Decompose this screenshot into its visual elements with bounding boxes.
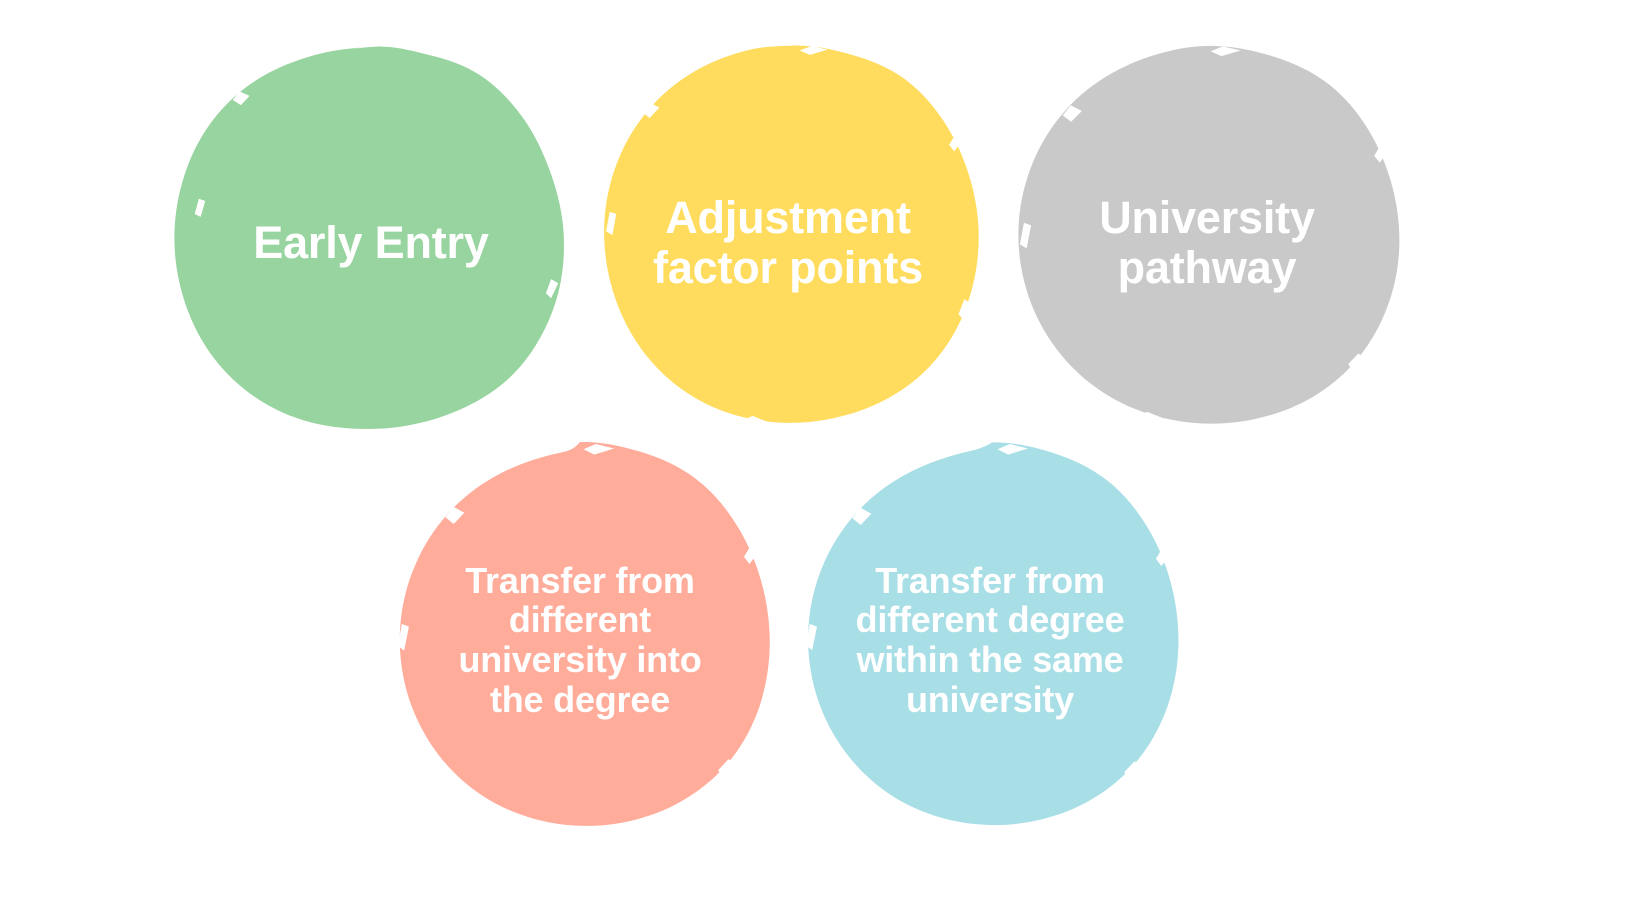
brush-texture-notch-3 xyxy=(466,57,489,68)
brush-texture-notch-4 xyxy=(1155,545,1173,567)
bubble-university-pathway[interactable]: University pathway xyxy=(1008,42,1406,444)
brush-circle-path xyxy=(1018,45,1400,424)
brush-texture-notch-5 xyxy=(1348,353,1367,373)
bubble-early-entry[interactable]: Early Entry xyxy=(172,42,570,444)
bubble-label: Early Entry xyxy=(253,216,489,268)
brush-circle-shape-salmon xyxy=(397,441,770,828)
brush-texture-notch-6 xyxy=(1136,411,1165,424)
brush-texture-notch-6 xyxy=(915,813,944,826)
brush-circle-path xyxy=(399,441,770,826)
brush-texture-notch-4 xyxy=(949,132,965,152)
brush-circle-shape-green xyxy=(174,46,564,435)
brush-texture-notch-2 xyxy=(852,507,872,526)
brush-texture-notch-6 xyxy=(742,415,769,427)
brush-circle-shape-gray xyxy=(1018,45,1400,424)
brush-texture-notch-2 xyxy=(641,102,660,118)
brush-texture-notch-5 xyxy=(1124,761,1144,781)
brush-texture-notch-3 xyxy=(583,444,615,455)
brush-texture-notch-1 xyxy=(397,623,409,651)
brush-texture-notch-2 xyxy=(232,91,250,106)
brush-texture-notch-3 xyxy=(1210,46,1241,57)
bubble-label: University pathway xyxy=(1099,191,1315,293)
bubble-label: Transfer from different university into … xyxy=(458,559,702,720)
bubble-transfer-different-university[interactable]: Transfer from different university into … xyxy=(382,438,778,842)
brush-circle-shape-yellow xyxy=(604,45,979,427)
brush-circle-path xyxy=(604,45,979,423)
brush-texture-notch-2 xyxy=(445,506,465,525)
brush-circle-shape-blue xyxy=(805,442,1179,826)
bubble-adjustment-factor-points[interactable]: Adjustment factor points xyxy=(592,42,984,444)
bubble-transfer-same-university[interactable]: Transfer from different degree within th… xyxy=(792,438,1188,842)
brush-texture-notch-5 xyxy=(958,299,972,320)
bubble-label: Adjustment factor points xyxy=(653,191,923,293)
brush-texture-notch-2 xyxy=(1062,105,1082,122)
brush-texture-notch-4 xyxy=(545,279,559,299)
brush-texture-notch-3 xyxy=(997,444,1029,455)
brush-texture-notch-4 xyxy=(743,543,761,565)
brush-texture-notch-5 xyxy=(718,759,738,779)
brush-texture-notch-4 xyxy=(1374,142,1391,163)
brush-texture-notch-5 xyxy=(282,424,307,435)
brush-circle-path xyxy=(808,442,1179,826)
brush-texture-notch-1 xyxy=(194,198,206,217)
brush-texture-notch-6 xyxy=(513,815,542,828)
brush-texture-notch-3 xyxy=(799,46,828,55)
bubble-label: Transfer from different degree within th… xyxy=(855,559,1125,720)
brush-texture-notch-1 xyxy=(805,623,817,651)
brush-texture-notch-1 xyxy=(1019,222,1032,249)
brush-texture-notch-1 xyxy=(606,211,617,235)
brush-circle-path xyxy=(174,46,564,430)
